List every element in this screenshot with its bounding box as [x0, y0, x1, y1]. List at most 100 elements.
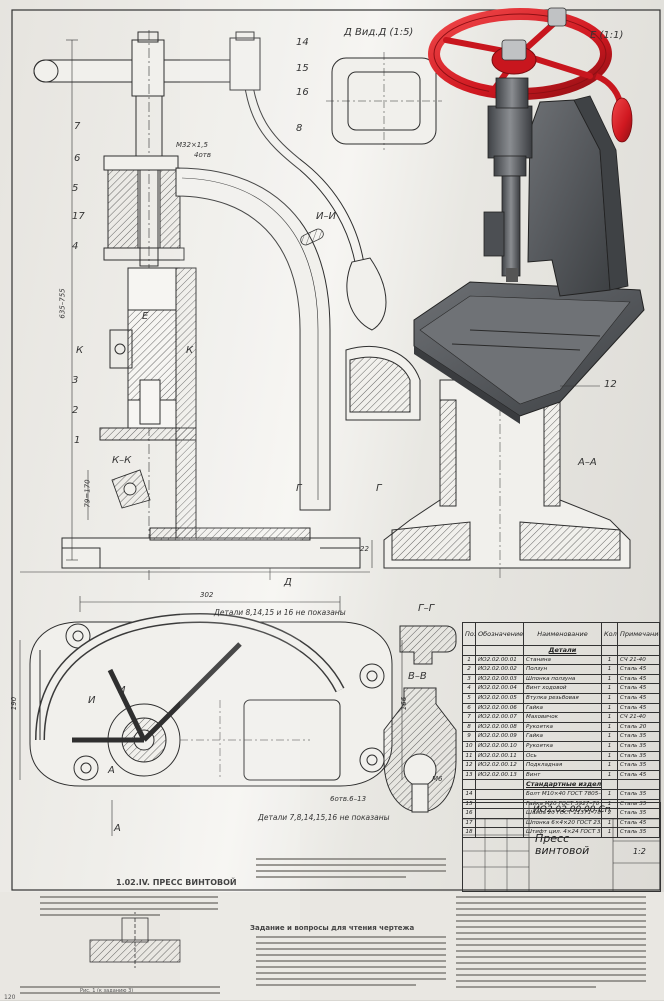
- cell-pos: 13: [462, 769, 476, 781]
- cell-qty: 1: [601, 721, 618, 733]
- dim-166: 166: [400, 696, 409, 711]
- top-view: [29, 612, 393, 787]
- cell-qty: 1: [601, 683, 618, 694]
- cell-code: ИО2.02.00.10: [475, 740, 524, 752]
- cell-code: ИО2.02.00.02: [475, 664, 524, 675]
- cell-code: ИО2.02.00.13: [475, 769, 524, 781]
- cell-note: Сталь 35: [617, 760, 660, 771]
- dim-302: 302: [200, 591, 214, 599]
- cell-code: ИО2.02.00.05: [475, 692, 524, 704]
- cell-name: Подкладная: [523, 760, 602, 771]
- cell-qty: 1: [601, 712, 618, 723]
- cell-name: Станина: [523, 654, 602, 666]
- cell-code: [475, 788, 524, 800]
- cell-code: ИО2.02.00.04: [475, 683, 524, 694]
- specification-table: Поз. Обозначение Наименование Кол. Приме…: [462, 622, 660, 838]
- view-e-title: Е (1:1): [590, 30, 624, 41]
- part-number-14: 14: [296, 37, 309, 48]
- cell-name: Рукоятка: [523, 740, 602, 752]
- dim-6holes: 6отв.6–13: [330, 795, 367, 803]
- cell-code: ИО2.02.00.01: [475, 654, 524, 666]
- page-number: 120: [4, 994, 16, 1001]
- cell-name: Втулка резьбовая: [523, 692, 602, 704]
- cell-qty: 1: [601, 731, 618, 742]
- cell-name: Рукоятка: [523, 721, 602, 733]
- part-number-8: 8: [296, 123, 303, 134]
- cell-note: Сталь 45: [617, 692, 660, 704]
- questions-title: Задание и вопросы для чтения чертежа: [250, 924, 415, 932]
- cell-code: ИО2.02.00.09: [475, 731, 524, 742]
- cell-qty: 1: [601, 654, 618, 666]
- part-number-17: 17: [72, 211, 85, 222]
- cell-pos: 5: [462, 692, 476, 704]
- cell-qty: 1: [601, 702, 618, 714]
- cell-pos: 4: [462, 683, 476, 694]
- section-g-title: Г–Г: [418, 603, 435, 614]
- cell-name: Гайка: [523, 731, 602, 742]
- section-header-standard: Стандартные изделия: [523, 779, 602, 790]
- part-number-7: 7: [74, 121, 81, 132]
- cut-a-upper: А: [108, 765, 115, 776]
- cell-note: Сталь 35: [617, 740, 660, 752]
- cell-note: Сталь 35: [617, 731, 660, 742]
- cell-pos: 2: [462, 664, 476, 675]
- col-header-code: Обозначение: [475, 622, 524, 646]
- hole-note: 4отв: [194, 151, 211, 159]
- cell-note: СЧ 21-40: [617, 654, 660, 666]
- cell-pos: 8: [462, 721, 476, 733]
- drawing-scale: 1:2: [633, 847, 646, 856]
- figure-caption: Рис. 1 (к заданию 3): [80, 988, 134, 994]
- cell-name: Болт М10×40 ГОСТ 7805–70: [523, 788, 602, 800]
- title-block: ИО2.02.00.00 Сп Пресс винтовой 1:2: [462, 802, 661, 892]
- cell-note: Сталь 35: [617, 788, 660, 800]
- handle-rod: [229, 31, 387, 331]
- cell-code: ИО2.02.00.06: [475, 702, 524, 714]
- section-v-title: В–В: [408, 671, 427, 682]
- part-number-4: 4: [72, 241, 79, 252]
- press-3d-model: [413, 7, 645, 424]
- section-a-view: [345, 346, 631, 580]
- section-g-view: [399, 625, 457, 665]
- part-number-3: 3: [72, 375, 79, 386]
- caption-figure: [89, 912, 181, 968]
- cut-i-left: И: [88, 695, 96, 706]
- cell-qty: 1: [601, 760, 618, 771]
- cell-code: ИО2.02.00.07: [475, 712, 524, 723]
- cell-name: Винт: [523, 769, 602, 781]
- part-number-12: 12: [604, 379, 617, 390]
- cell-note: СЧ 21-40: [617, 712, 660, 723]
- thread-note: М32×1,5: [176, 141, 208, 149]
- part-number-15: 15: [296, 63, 309, 74]
- cut-k-right: К: [186, 345, 194, 356]
- cell-note: Сталь 45: [617, 702, 660, 714]
- cell-note: Сталь 35: [617, 750, 660, 762]
- cell-code: ИО2.02.00.11: [475, 750, 524, 762]
- dim-m6: М6: [432, 775, 443, 783]
- cell-code: ИО2.02.00.03: [475, 673, 524, 685]
- cell-pos: 12: [462, 760, 476, 771]
- cell-name: Ось: [523, 750, 602, 762]
- cell-pos: 9: [462, 731, 476, 742]
- part-number-2: 2: [72, 405, 79, 416]
- cell-note: Сталь 35: [617, 827, 660, 838]
- cell-note: Сталь 45: [617, 769, 660, 781]
- cell-pos: 6: [462, 702, 476, 714]
- cell-name: Ползун: [523, 664, 602, 675]
- front-view: [20, 30, 370, 580]
- col-header-qty: Кол.: [601, 622, 618, 646]
- dim-635: 635–755: [58, 288, 67, 319]
- cell-qty: 1: [601, 740, 618, 752]
